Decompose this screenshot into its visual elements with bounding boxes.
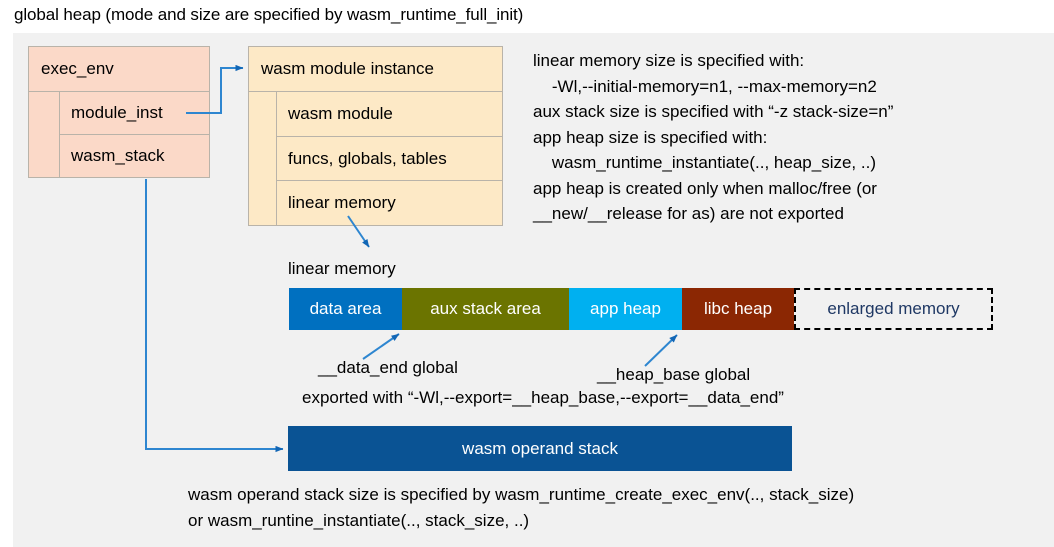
exec-env-field-wasm-stack: wasm_stack (71, 146, 165, 165)
module-instance-box: wasm module instance wasm module funcs, … (248, 46, 503, 226)
page-title: global heap (mode and size are specified… (14, 5, 524, 24)
operand-stack-note: wasm operand stack size is specified by … (188, 485, 855, 530)
exec-env-body: module_inst wasm_stack (29, 92, 209, 177)
module-instance-field-wasm-module: wasm module (277, 92, 502, 137)
memory-segment-enlarged-memory: enlarged memory (794, 288, 993, 330)
module-instance-body: wasm module funcs, globals, tables linea… (249, 92, 502, 225)
memory-segment-aux-stack-area: aux stack area (402, 288, 569, 330)
memory-segment-libc-heap: libc heap (682, 288, 794, 330)
exec-env-box: exec_env module_inst wasm_stack (28, 46, 210, 178)
module-instance-header: wasm module instance (249, 47, 502, 92)
annotation-exported-with: exported with “-Wl,--export=__heap_base,… (302, 388, 784, 407)
linear-memory-label: linear memory (288, 259, 396, 278)
wasm-operand-stack-box: wasm operand stack (288, 426, 792, 471)
memory-segment-data-area: data area (289, 288, 402, 330)
exec-env-gutter (29, 92, 60, 177)
annotation-heap-base: __heap_base global (597, 365, 751, 384)
module-instance-field-linear-memory: linear memory (288, 193, 396, 213)
annotation-data-end: __data_end global (318, 358, 458, 377)
exec-env-field-module-inst: module_inst (60, 92, 209, 135)
exec-env-header: exec_env (29, 47, 209, 92)
memory-segment-app-heap: app heap (569, 288, 682, 330)
module-instance-gutter (249, 92, 277, 225)
module-instance-field-funcs-globals-tables: funcs, globals, tables (277, 137, 502, 182)
exec-env-fields: module_inst wasm_stack (60, 92, 209, 177)
module-instance-fields: wasm module funcs, globals, tables linea… (277, 92, 502, 225)
configuration-notes: linear memory size is specified with: -W… (533, 51, 894, 223)
